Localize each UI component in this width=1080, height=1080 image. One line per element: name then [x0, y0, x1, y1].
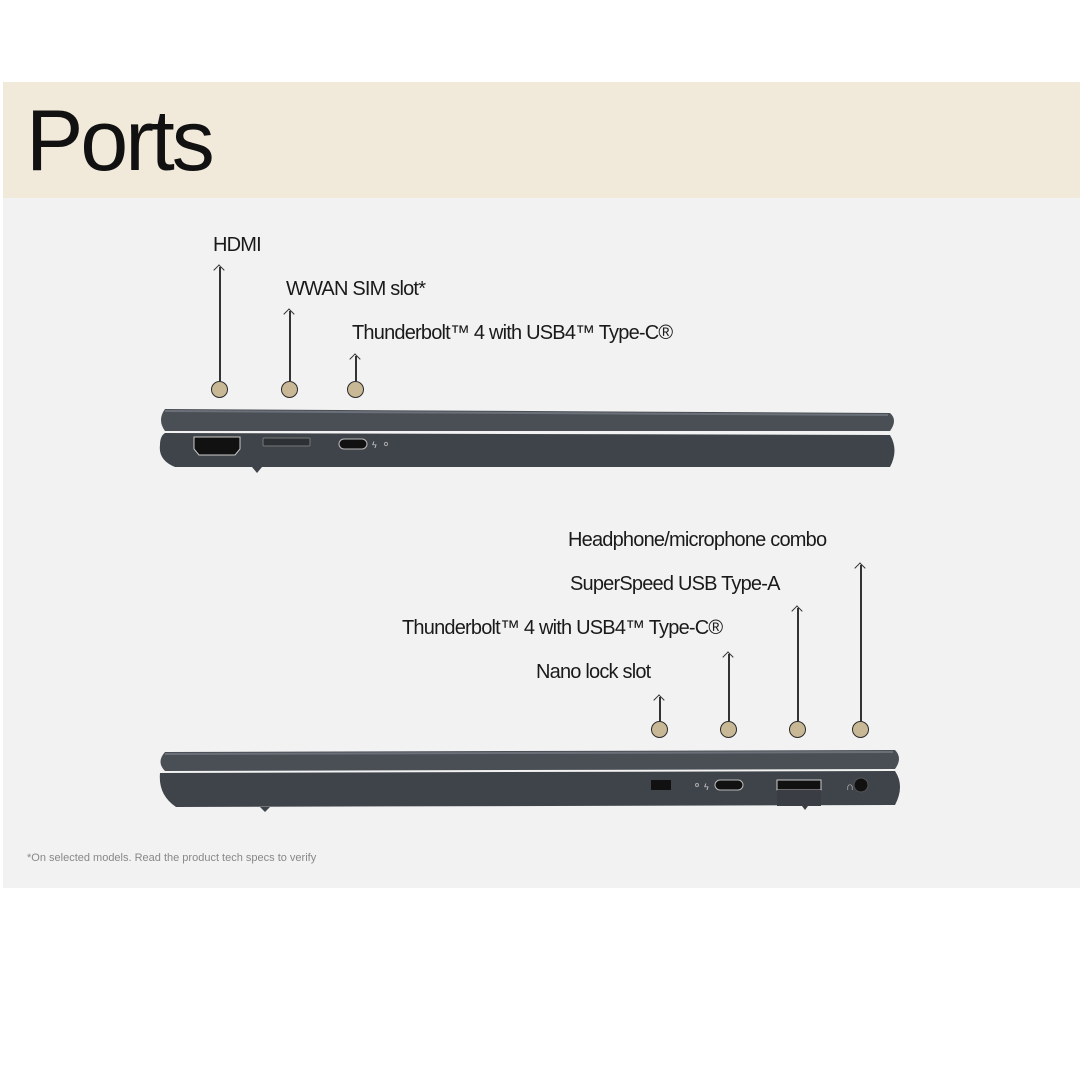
callout-dot-usb-a — [789, 721, 806, 738]
svg-text:∩: ∩ — [846, 781, 854, 793]
label-thunderbolt-left: Thunderbolt™ 4 with USB4™ Type-C® — [352, 322, 673, 344]
sim-slot — [262, 437, 311, 447]
label-nano-lock: Nano lock slot — [536, 661, 651, 683]
arrow-up-icon — [289, 311, 291, 381]
label-headphone-combo: Headphone/microphone combo — [568, 529, 827, 551]
laptop-right-side: ϟ ∩ — [159, 750, 901, 812]
nano-lock-slot — [651, 780, 671, 790]
callout-dot-hdmi — [211, 381, 228, 398]
hdmi-port — [193, 436, 241, 456]
callout-dot-sim — [281, 381, 298, 398]
footnote: *On selected models. Read the product te… — [27, 852, 317, 864]
label-usb-type-a: SuperSpeed USB Type-A — [570, 573, 780, 595]
arrow-up-icon — [728, 654, 730, 721]
svg-text:ϟ: ϟ — [704, 782, 709, 792]
arrow-up-icon — [659, 697, 661, 721]
label-thunderbolt-right: Thunderbolt™ 4 with USB4™ Type-C® — [402, 617, 723, 639]
callout-dot-thunderbolt-left — [347, 381, 364, 398]
usb-c-port-right — [714, 779, 744, 791]
headphone-jack — [853, 777, 869, 793]
svg-text:ϟ: ϟ — [372, 440, 377, 450]
page-title: Ports — [26, 93, 215, 189]
header-band — [3, 82, 1080, 198]
arrow-up-icon — [355, 356, 357, 381]
callout-dot-nano-lock — [651, 721, 668, 738]
arrow-up-icon — [860, 565, 862, 721]
usb-a-port — [776, 779, 822, 791]
laptop-left-side: ϟ — [159, 409, 895, 473]
arrow-up-icon — [219, 267, 221, 381]
callout-dot-headphone — [852, 721, 869, 738]
arrow-up-icon — [797, 608, 799, 721]
label-wwan-sim: WWAN SIM slot* — [286, 278, 426, 300]
callout-dot-thunderbolt-right — [720, 721, 737, 738]
usb-c-port — [338, 438, 368, 450]
label-hdmi: HDMI — [213, 234, 262, 256]
